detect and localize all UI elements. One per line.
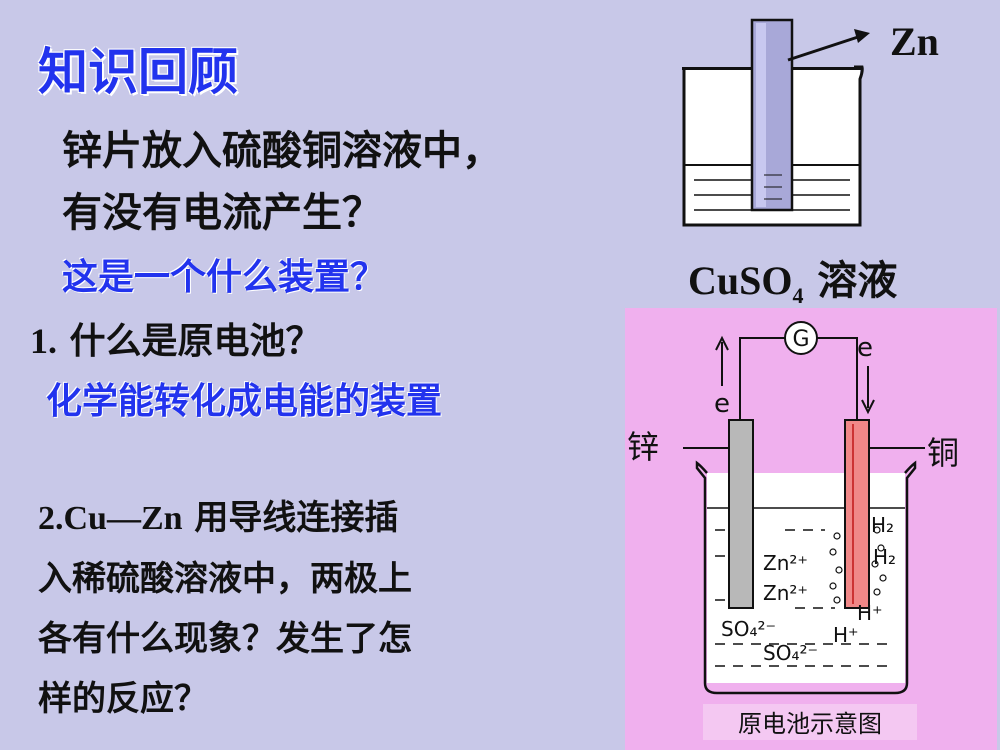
electron-left-label: e [714, 389, 730, 419]
zinc-beaker-diagram [682, 18, 870, 227]
point2-line1: 2.Cu—Zn 用导线连接插 [38, 488, 412, 549]
galvanometer-label: G [792, 327, 809, 352]
cuso4-formula: CuSO [688, 258, 793, 303]
electron-arrowhead-right [861, 399, 875, 415]
copper-electrode-label: 铜 [927, 434, 959, 472]
zinc-rod-lines [764, 174, 782, 200]
caption-background [703, 704, 917, 740]
zinc-rod-highlight [756, 23, 766, 207]
gas-h2-1: H₂ [871, 513, 894, 537]
ion-so4-1: SO₄²⁻ [721, 617, 776, 641]
zinc-label-arrowhead [854, 29, 870, 43]
point2-line1-text: 用导线连接插 [182, 498, 399, 538]
cell-solution-dashes [715, 529, 895, 667]
beaker1-outline [682, 65, 864, 227]
gas-h2-2: H₂ [873, 545, 896, 569]
point2-number: 2.Cu—Zn [38, 500, 183, 537]
zinc-electrode [728, 419, 754, 609]
copper-electrode [844, 419, 870, 609]
ion-h-2: H⁺ [833, 623, 859, 647]
ion-zn-1: Zn²⁺ [763, 551, 808, 575]
cuso4-solution-label: CuSO4 溶液 [688, 248, 897, 309]
question1-line3: 这是一个什么装置？ [62, 257, 387, 298]
cuso4-word: 溶液 [803, 258, 898, 304]
external-wire-right [817, 337, 858, 420]
point2-line4: 样的反应？ [38, 679, 208, 719]
ion-h-1: H⁺ [857, 601, 883, 625]
point2-line2: 入稀硫酸溶液中，两极上 [38, 559, 412, 599]
galvanic-cell-diagram: G e e 锌 铜 [625, 308, 997, 750]
ion-zn-2: Zn²⁺ [763, 581, 808, 605]
beaker2-outline [695, 460, 917, 695]
question1-line2: 有没有电流产生？ [62, 190, 382, 236]
zinc-electrode-label: 锌 [627, 428, 659, 466]
zinc-label-pointer [787, 35, 859, 62]
hydrogen-bubbles [829, 526, 887, 604]
zinc-label: Zn [890, 19, 939, 64]
external-wire [739, 337, 785, 420]
slide-title: 知识回顾 [38, 43, 238, 101]
diagram-caption: 原电池示意图 [738, 710, 882, 738]
galvanometer [784, 321, 818, 355]
cuso4-subscript: 4 [792, 283, 804, 308]
point1-text: 什么是原电池？ [57, 321, 322, 362]
electron-right-label: e [857, 333, 873, 363]
question1-line1: 锌片放入硫酸铜溶液中， [62, 128, 502, 174]
point1-answer: 化学能转化成电能的装置 [46, 381, 443, 422]
electron-arrowhead-left [715, 335, 729, 351]
point2: 2.Cu—Zn 用导线连接插 入稀硫酸溶液中，两极上 各有什么现象？发生了怎 样… [38, 488, 412, 729]
ion-so4-2: SO₄²⁻ [763, 641, 818, 665]
point1-number: 1. [30, 321, 57, 361]
point1: 1. 什么是原电池？ [30, 312, 322, 364]
point2-line3: 各有什么现象？发生了怎 [38, 619, 412, 659]
